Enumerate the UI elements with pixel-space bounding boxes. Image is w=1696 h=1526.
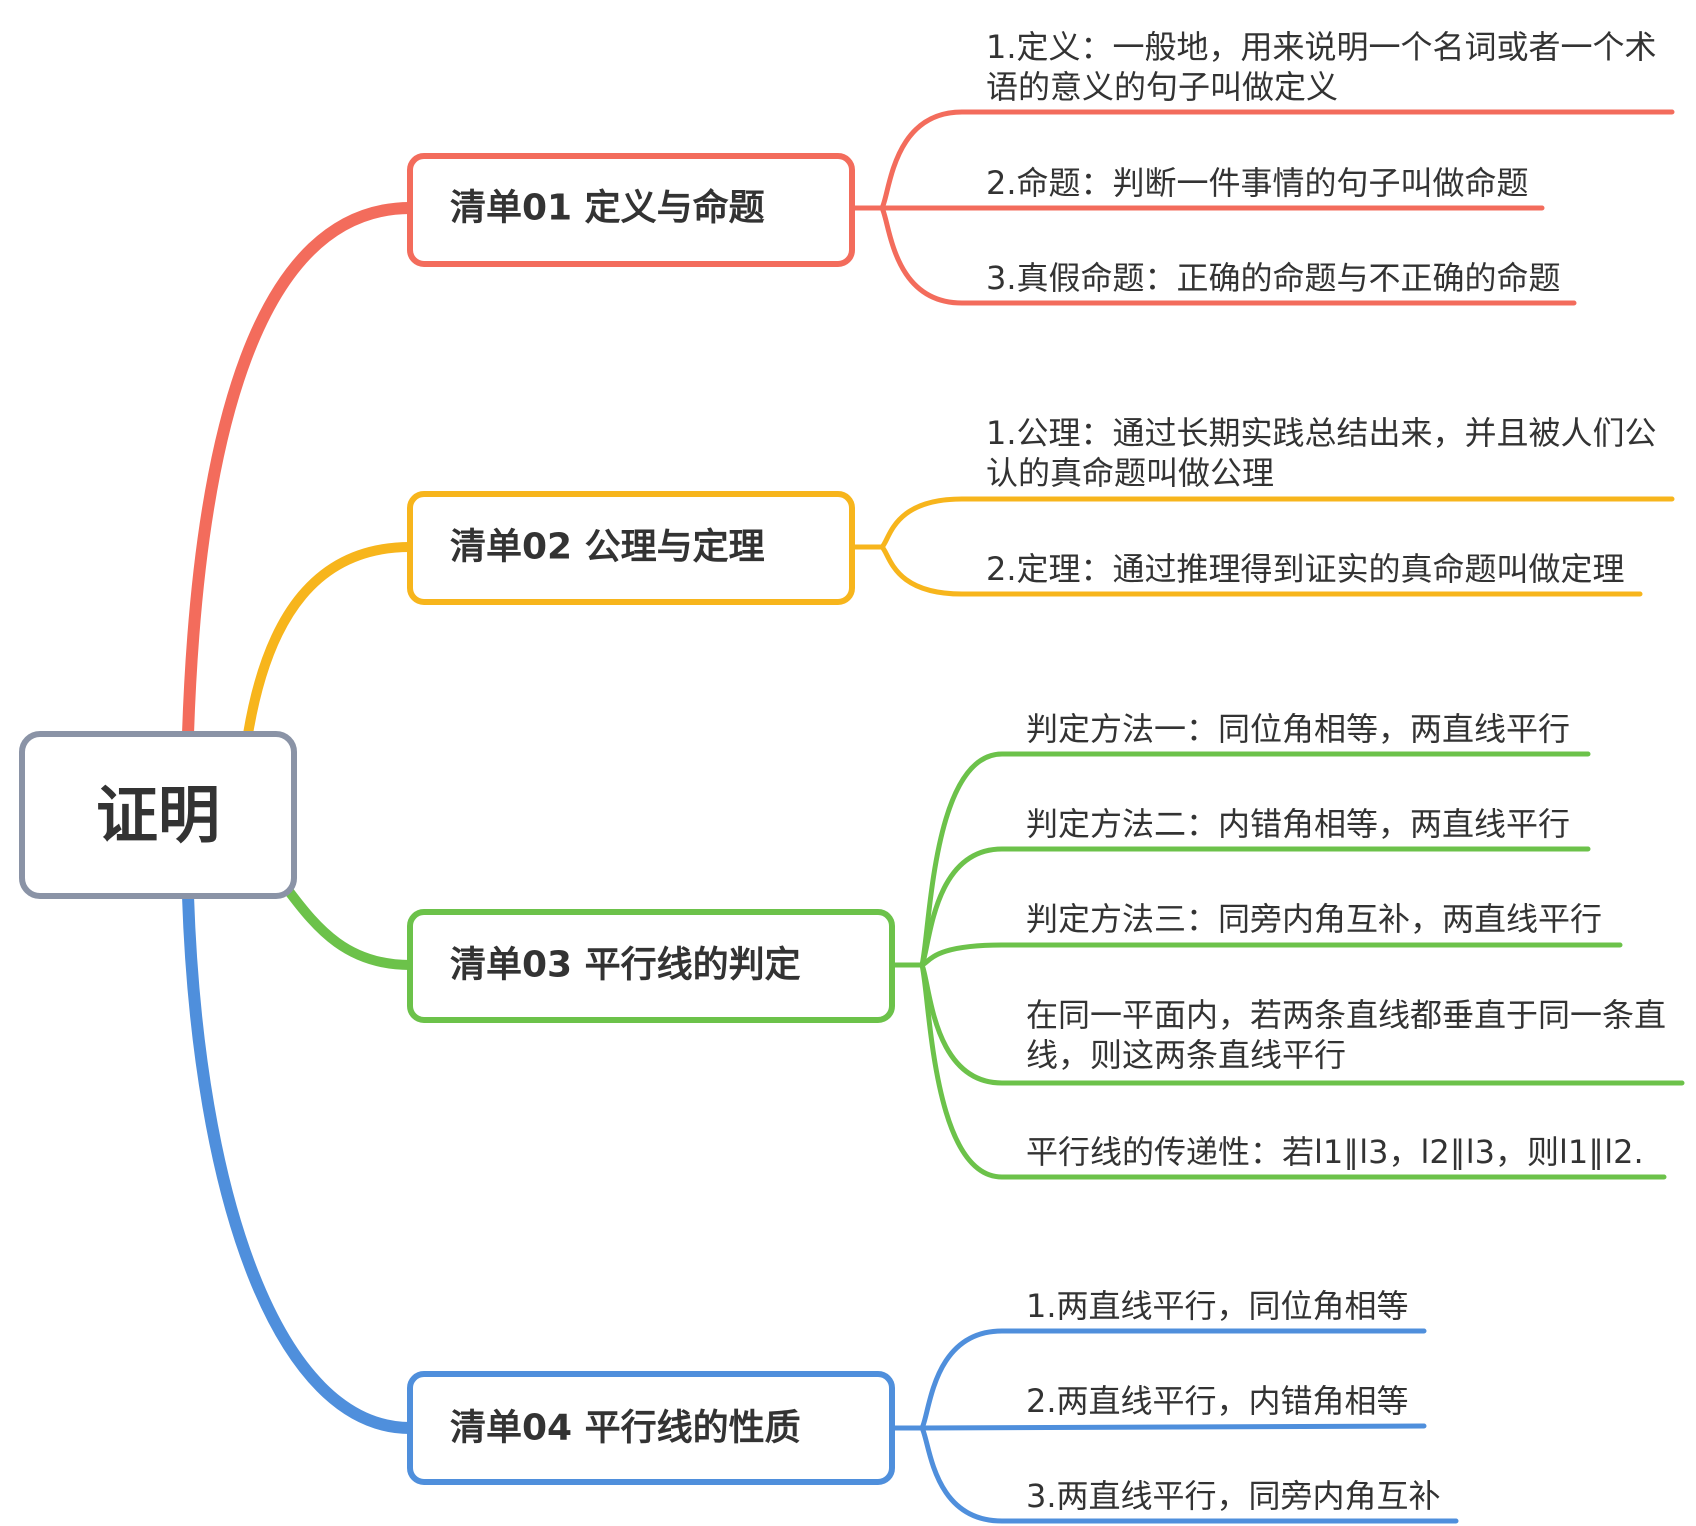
leaf-connector — [919, 1423, 1427, 1431]
leaf-text-line: 2.定理：通过推理得到证实的真命题叫做定理 — [986, 550, 1625, 588]
leaf-text: 在同一平面内，若两条直线都垂直于同一条直线，则这两条直线平行 — [1026, 996, 1666, 1074]
leaf-text: 判定方法二：内错角相等，两直线平行 — [1026, 805, 1570, 843]
leaf-text: 1.公理：通过长期实践总结出来，并且被人们公认的真命题叫做公理 — [986, 414, 1657, 492]
branch-connector-2 — [243, 542, 415, 739]
leaf-connector — [879, 544, 1643, 597]
branch-connector-3 — [283, 885, 415, 970]
leaf-text: 3.两直线平行，同旁内角互补 — [1026, 1477, 1441, 1515]
leaf-connector — [919, 846, 1591, 968]
branch-label-4: 清单04 平行线的性质 — [450, 1408, 801, 1449]
connector-layer — [182, 109, 1685, 1524]
branch-node-1[interactable] — [407, 153, 855, 267]
root-label: 证明 — [96, 779, 220, 852]
leaf-text-line: 2.两直线平行，内错角相等 — [1026, 1382, 1409, 1420]
leaf-text-line: 认的真命题叫做公理 — [986, 454, 1274, 492]
leaf-text-line: 在同一平面内，若两条直线都垂直于同一条直 — [1026, 996, 1666, 1034]
leaf-text-line: 3.真假命题：正确的命题与不正确的命题 — [986, 259, 1561, 297]
leaf-text-line: 平行线的传递性：若l1∥l3，l2∥l3，则l1∥l2. — [1026, 1133, 1644, 1171]
leaf-connector — [919, 1328, 1427, 1431]
leaf-text-line: 1.公理：通过长期实践总结出来，并且被人们公 — [986, 414, 1657, 452]
branch-node-2[interactable] — [407, 491, 855, 605]
leaf-text: 判定方法一：同位角相等，两直线平行 — [1026, 710, 1570, 748]
leaf-text: 平行线的传递性：若l1∥l3，l2∥l3，则l1∥l2. — [1026, 1133, 1644, 1171]
leaf-connector — [919, 1425, 1459, 1524]
branch-label-2: 清单02 公理与定理 — [450, 527, 765, 568]
leaf-text: 1.定义：一般地，用来说明一个名词或者一个术语的意义的句子叫做定义 — [986, 28, 1657, 106]
leaf-text-line: 3.两直线平行，同旁内角互补 — [1026, 1477, 1441, 1515]
leaf-connector — [879, 109, 1675, 211]
leaf-text: 2.定理：通过推理得到证实的真命题叫做定理 — [986, 550, 1625, 588]
leaf-text-line: 判定方法三：同旁内角互补，两直线平行 — [1026, 900, 1602, 938]
leaf-text: 1.两直线平行，同位角相等 — [1026, 1287, 1409, 1325]
leaf-text-line: 1.两直线平行，同位角相等 — [1026, 1287, 1409, 1325]
branch-label-3: 清单03 平行线的判定 — [450, 945, 801, 986]
leaf-text-line: 1.定义：一般地，用来说明一个名词或者一个术 — [986, 28, 1657, 66]
leaf-connector — [919, 962, 1667, 1180]
leaf-text: 2.两直线平行，内错角相等 — [1026, 1382, 1409, 1420]
branch-node-3[interactable] — [407, 909, 895, 1023]
node-layer: 1.定义：一般地，用来说明一个名词或者一个术语的意义的句子叫做定义 2.命题：判断… — [19, 28, 1666, 1515]
branch-node-4[interactable] — [407, 1371, 895, 1485]
leaf-text-line: 语的意义的句子叫做定义 — [986, 68, 1338, 106]
leaf-connector — [879, 205, 1577, 306]
leaf-text: 判定方法三：同旁内角互补，两直线平行 — [1026, 900, 1602, 938]
leaf-text-line: 判定方法二：内错角相等，两直线平行 — [1026, 805, 1570, 843]
branch-label-1: 清单01 定义与命题 — [450, 187, 765, 229]
branch-connector-4 — [182, 890, 416, 1434]
leaf-connector — [919, 942, 1623, 968]
leaf-text: 2.命题：判断一件事情的句子叫做命题 — [986, 164, 1529, 202]
leaf-text: 3.真假命题：正确的命题与不正确的命题 — [986, 259, 1561, 297]
leaf-text-line: 线，则这两条直线平行 — [1026, 1036, 1346, 1074]
branch-connector-1 — [182, 202, 416, 740]
leaf-connector — [879, 496, 1675, 550]
leaf-text-line: 2.命题：判断一件事情的句子叫做命题 — [986, 164, 1529, 202]
leaf-text-line: 判定方法一：同位角相等，两直线平行 — [1026, 710, 1570, 748]
root-node[interactable] — [19, 731, 297, 899]
